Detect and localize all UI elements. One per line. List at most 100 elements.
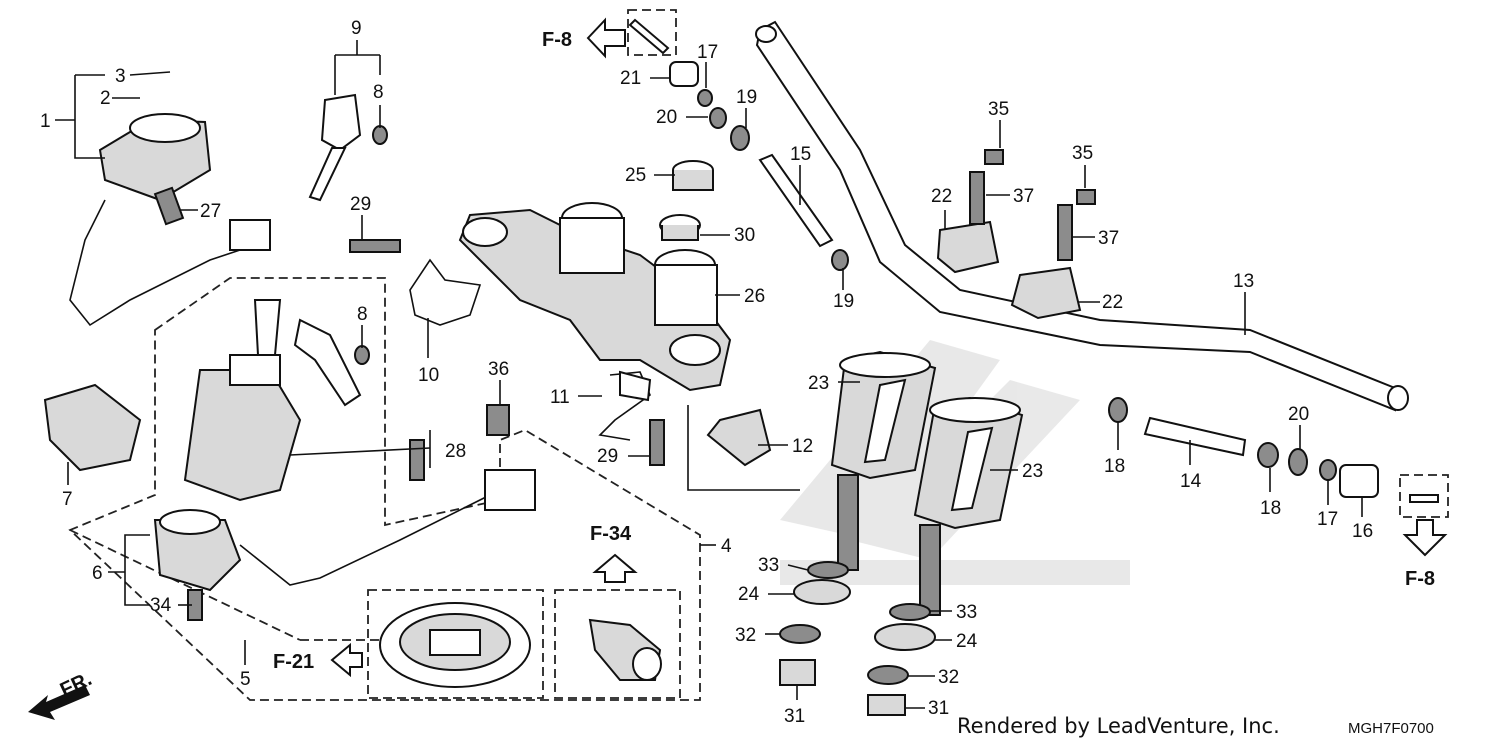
label-18-left: 18 <box>1104 456 1125 477</box>
label-24-left: 24 <box>738 584 760 605</box>
diagram-code: MGH7F0700 <box>1348 720 1434 737</box>
svg-text:F-21: F-21 <box>273 651 314 673</box>
credit-text: Rendered by LeadVenture, Inc. <box>957 714 1280 738</box>
label-10: 10 <box>418 365 439 386</box>
cable-guide[interactable] <box>409 258 482 326</box>
label-28: 28 <box>445 441 466 462</box>
label-23-upper: 23 <box>808 373 829 394</box>
label-1: 1 <box>40 111 51 132</box>
svg-text:F-34: F-34 <box>590 523 632 545</box>
washer-right[interactable] <box>867 665 909 685</box>
label-6: 6 <box>92 563 103 584</box>
top-bridge[interactable] <box>458 202 732 392</box>
label-13: 13 <box>1233 271 1254 292</box>
label-7: 7 <box>62 489 73 510</box>
label-17-upper: 17 <box>697 42 718 63</box>
label-33-left: 33 <box>758 555 779 576</box>
label-9: 9 <box>351 18 362 39</box>
label-8-lower: 8 <box>357 304 368 325</box>
wire-clamp-upper[interactable] <box>598 370 652 441</box>
leader-lines <box>55 40 1363 709</box>
cushion-lower[interactable] <box>889 603 931 621</box>
label-17-lower: 17 <box>1317 509 1338 530</box>
label-12: 12 <box>792 436 813 457</box>
label-4: 4 <box>721 536 732 557</box>
lock-housing[interactable] <box>43 383 142 472</box>
label-16: 16 <box>1352 521 1373 542</box>
fuel-cap-box <box>367 589 544 699</box>
svg-text:F-8: F-8 <box>1405 568 1435 590</box>
label-35-right: 35 <box>1072 143 1093 164</box>
end-cap-left[interactable] <box>669 61 727 129</box>
bolts[interactable] <box>153 18 1439 621</box>
svg-text:F-8: F-8 <box>542 29 572 51</box>
front-direction-arrow: FR. <box>28 668 95 720</box>
label-5: 5 <box>240 669 251 690</box>
label-21: 21 <box>620 68 641 89</box>
label-32-right: 32 <box>938 667 959 688</box>
ref-arrow-f34[interactable]: F-34 <box>590 523 638 583</box>
label-15: 15 <box>790 144 811 165</box>
washer-left[interactable] <box>779 624 821 644</box>
label-24-right: 24 <box>956 631 978 652</box>
ignition-switch-assembly[interactable] <box>183 299 362 502</box>
handle-weight-left-shaft[interactable] <box>730 125 849 271</box>
holder-lower[interactable] <box>913 396 1024 616</box>
cap[interactable] <box>672 160 714 191</box>
label-22-upper: 22 <box>931 186 952 207</box>
ref-arrow-f8-top[interactable]: F-8 <box>542 17 626 59</box>
label-30: 30 <box>734 225 755 246</box>
label-37-lower: 37 <box>1098 228 1119 249</box>
ref-arrow-f8-right[interactable]: F-8 <box>1402 519 1448 590</box>
label-26: 26 <box>744 286 765 307</box>
label-22-lower: 22 <box>1102 292 1123 313</box>
label-25: 25 <box>625 165 646 186</box>
label-33-right: 33 <box>956 602 977 623</box>
label-27: 27 <box>200 201 221 222</box>
label-19-upper: 19 <box>736 87 757 108</box>
handlebar[interactable] <box>755 20 1409 412</box>
seat-lock[interactable] <box>588 618 662 681</box>
ref-arrow-f21[interactable]: F-21 <box>273 642 363 678</box>
label-14: 14 <box>1180 471 1202 492</box>
label-32-left: 32 <box>735 625 756 646</box>
clamp-upper[interactable] <box>936 171 1000 274</box>
bolt-box-top <box>627 9 677 56</box>
nut-right[interactable] <box>867 694 906 716</box>
part-number-labels: 1 2 3 4 5 6 7 8 8 9 10 11 12 13 14 15 16… <box>40 18 1373 727</box>
key-blank[interactable] <box>308 93 362 202</box>
handle-weight-right-shaft[interactable] <box>1108 397 1379 498</box>
ignition-switch-cover[interactable] <box>69 113 271 327</box>
label-20-lower: 20 <box>1288 404 1309 425</box>
rubber-lower[interactable] <box>874 623 936 651</box>
label-19-lower: 19 <box>833 291 854 312</box>
rubber-upper[interactable] <box>793 579 851 605</box>
cushion-upper[interactable] <box>807 561 849 579</box>
label-2: 2 <box>100 88 111 109</box>
clamp-lower[interactable] <box>1010 204 1082 320</box>
wire-clamp-lower[interactable] <box>706 408 772 467</box>
label-20-upper: 20 <box>656 107 677 128</box>
label-34: 34 <box>150 595 172 616</box>
label-36: 36 <box>488 359 509 380</box>
label-29-upper: 29 <box>350 194 371 215</box>
bolt-box-right <box>1399 474 1449 518</box>
fuel-cap[interactable] <box>379 602 531 688</box>
label-31-left: 31 <box>784 706 805 727</box>
label-11: 11 <box>550 387 570 408</box>
holder-upper[interactable] <box>830 350 937 571</box>
fuel-lock[interactable] <box>153 469 536 592</box>
assembly-divider <box>69 529 301 641</box>
stem-nut[interactable] <box>659 214 701 241</box>
seat-lock-box <box>554 589 681 699</box>
label-18-right: 18 <box>1260 498 1281 519</box>
label-29-lower: 29 <box>597 446 618 467</box>
label-37-upper: 37 <box>1013 186 1034 207</box>
connector-36[interactable] <box>486 404 510 436</box>
label-3: 3 <box>115 66 126 87</box>
label-23-lower: 23 <box>1022 461 1043 482</box>
label-35-left: 35 <box>988 99 1009 120</box>
label-8-upper: 8 <box>373 82 384 103</box>
nut-left[interactable] <box>779 659 816 686</box>
label-31-right: 31 <box>928 698 949 719</box>
